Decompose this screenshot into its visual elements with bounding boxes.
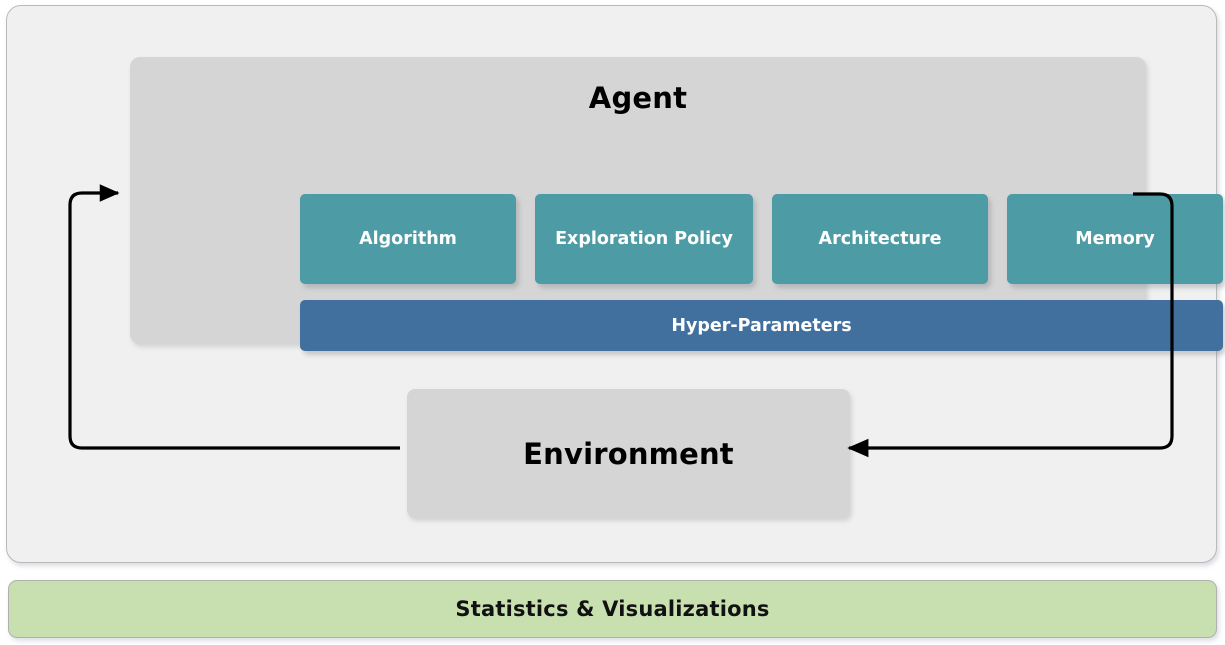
agent-component-exploration-policy[interactable]: Exploration Policy xyxy=(535,194,753,284)
environment-label: Environment xyxy=(523,436,734,471)
agent-component-label: Exploration Policy xyxy=(555,228,733,249)
agent-component-memory[interactable]: Memory xyxy=(1007,194,1223,284)
framework-panel: Agent Algorithm Exploration Policy Archi… xyxy=(6,5,1223,563)
agent-component-label: Memory xyxy=(1075,228,1155,249)
agent-component-label: Algorithm xyxy=(359,228,457,249)
statistics-visualizations-bar[interactable]: Statistics & Visualizations xyxy=(8,580,1217,638)
statistics-visualizations-label: Statistics & Visualizations xyxy=(455,597,770,621)
agent-component-architecture[interactable]: Architecture xyxy=(772,194,988,284)
environment-box[interactable]: Environment xyxy=(407,389,850,518)
agent-component-algorithm[interactable]: Algorithm xyxy=(300,194,516,284)
agent-title: Agent xyxy=(588,81,688,115)
hyper-parameters-label: Hyper-Parameters xyxy=(671,315,852,336)
hyper-parameters-bar[interactable]: Hyper-Parameters xyxy=(300,300,1223,351)
agent-container[interactable]: Agent Algorithm Exploration Policy Archi… xyxy=(130,57,1223,351)
agent-component-label: Architecture xyxy=(818,228,942,249)
